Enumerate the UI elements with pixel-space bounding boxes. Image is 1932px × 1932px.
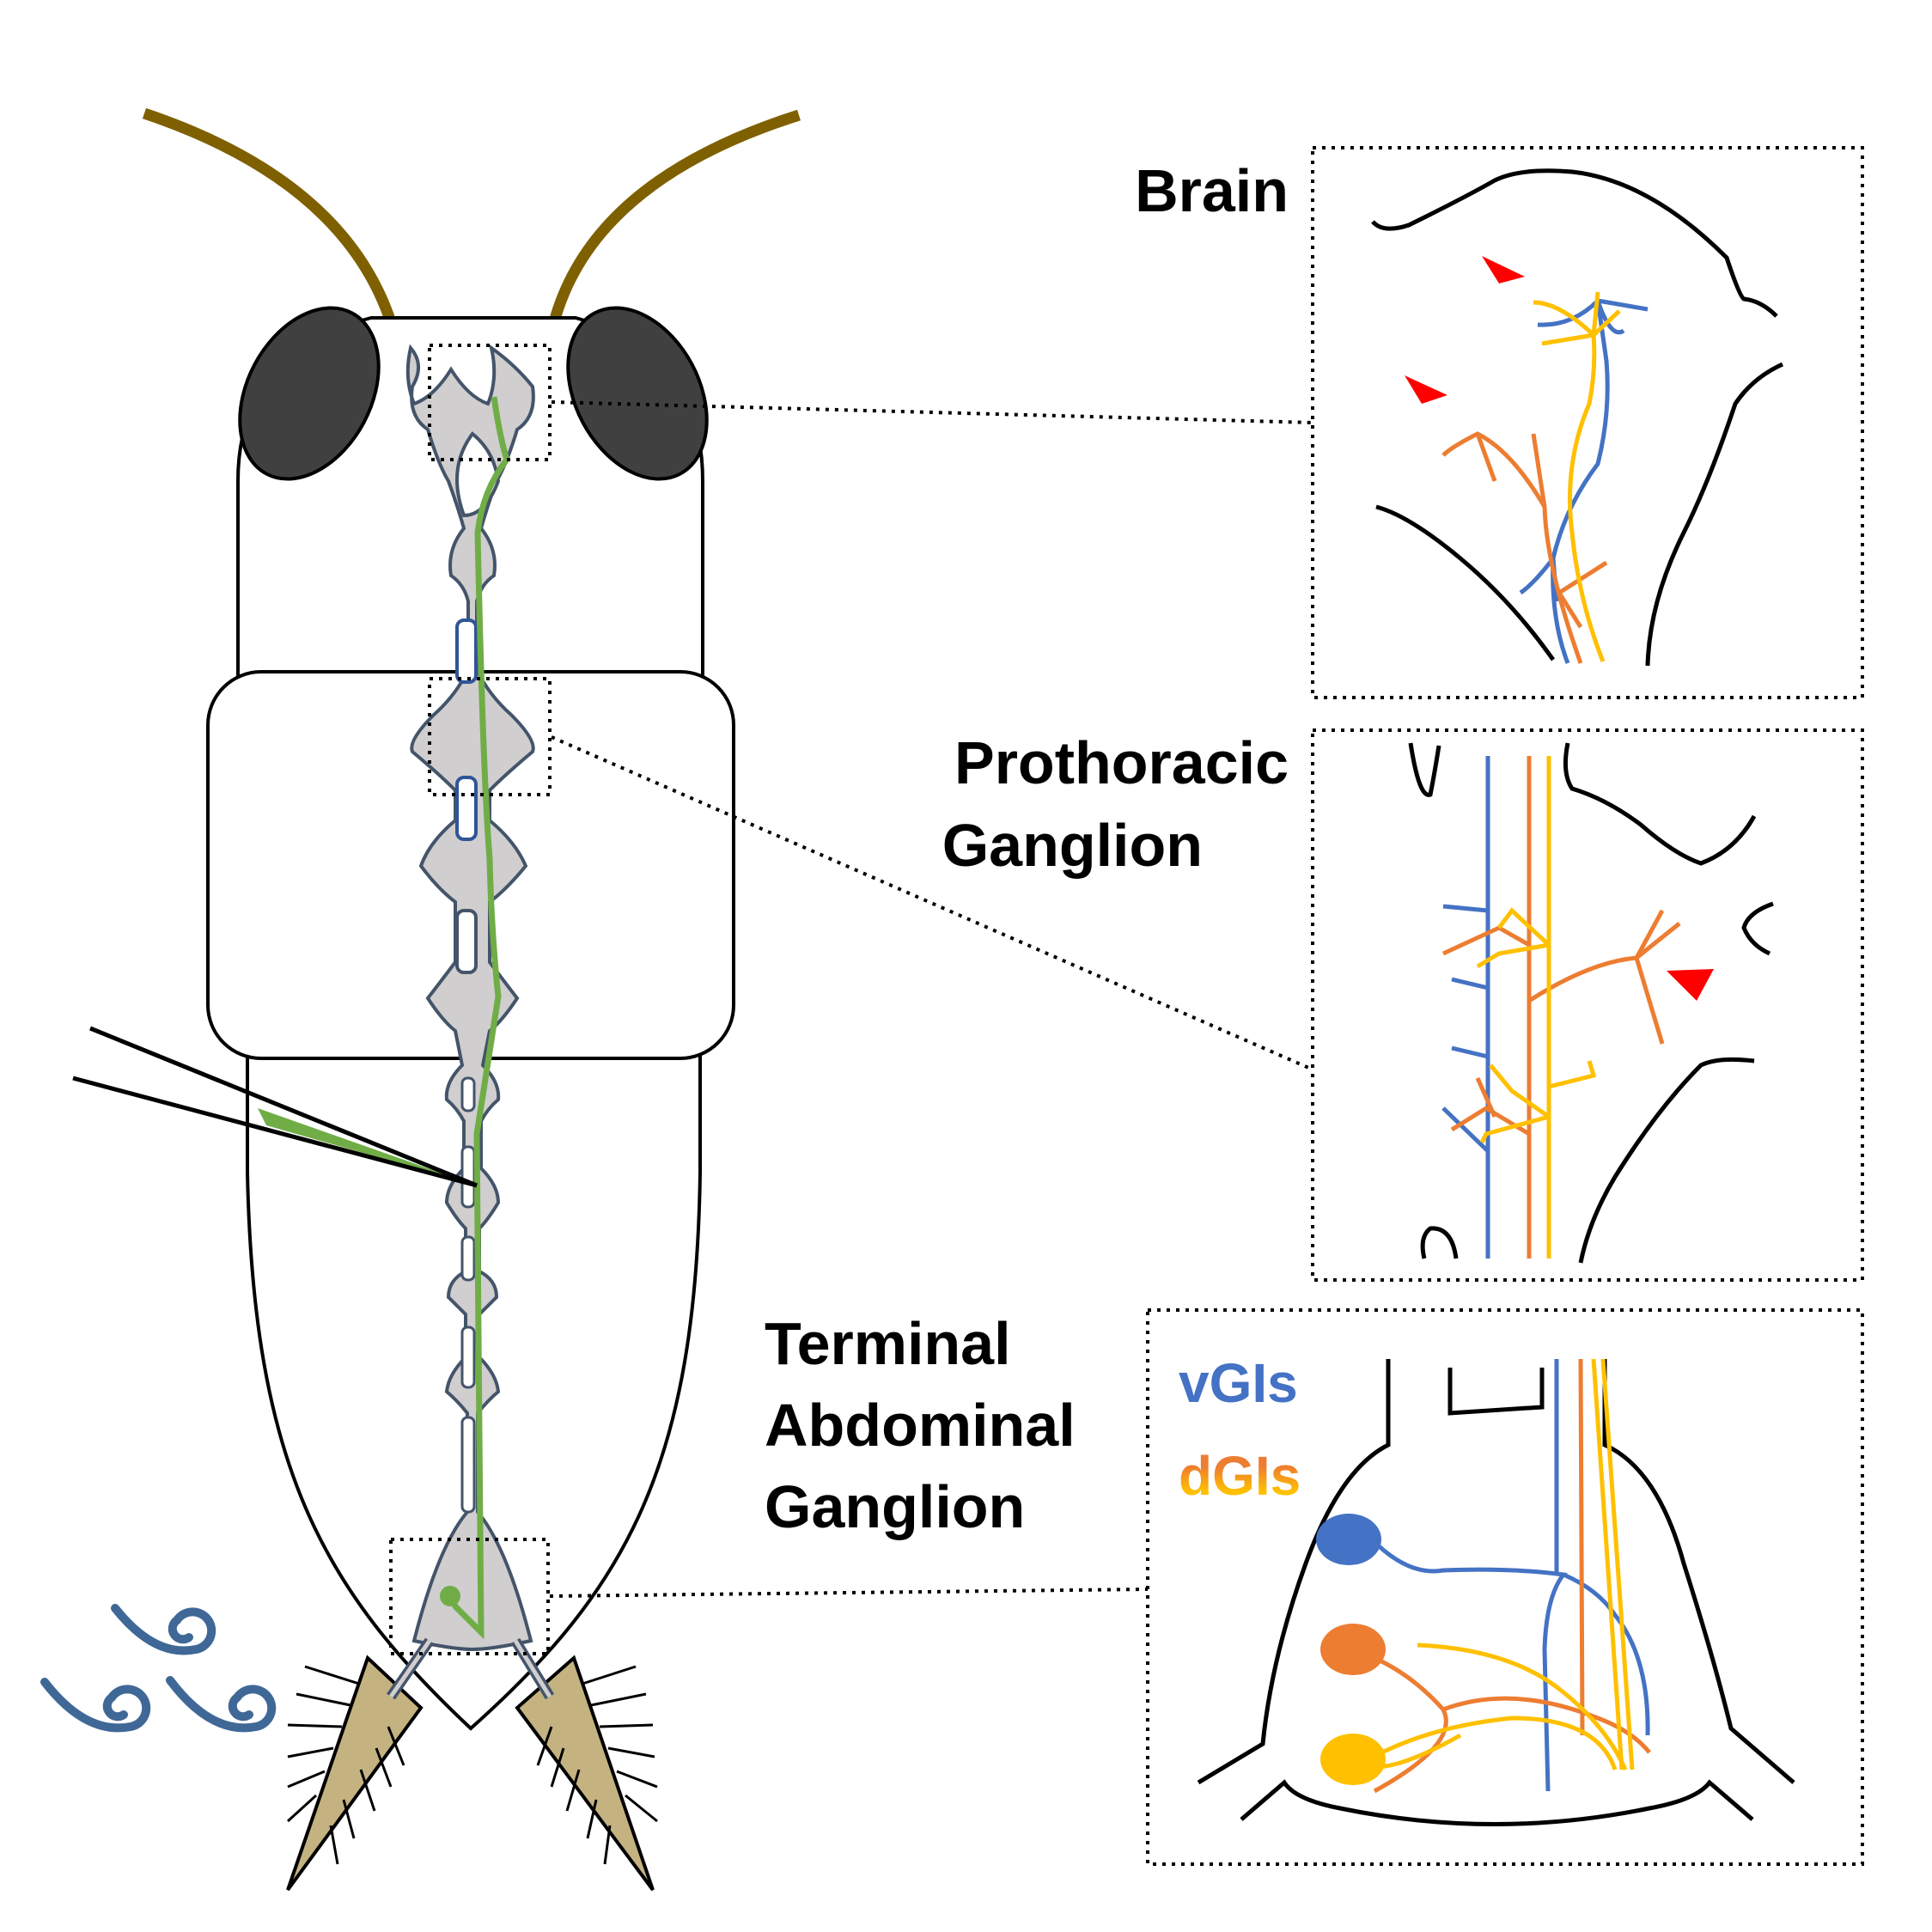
terminal-label-line3: Ganglion	[765, 1473, 1025, 1540]
central-nervous-system	[387, 344, 555, 1700]
prothoracic-panel-frame	[1311, 728, 1864, 1282]
right-antenna	[548, 109, 801, 324]
prothoracic-connector	[551, 735, 1313, 1071]
terminal-zoom-box	[389, 1538, 550, 1655]
connective-gap	[460, 1145, 476, 1209]
right-cercal-nerve-core	[513, 1639, 552, 1698]
dgi-orange-soma	[1320, 1624, 1386, 1675]
brain-label: Brain	[1135, 157, 1289, 224]
prothoracic-dgi-orange-axons	[1441, 756, 1681, 1259]
red-arrowhead-marker	[1482, 256, 1525, 283]
prothoracic-outline	[1408, 742, 1774, 1264]
left-antenna	[142, 107, 397, 325]
red-arrowhead-marker	[1405, 375, 1447, 404]
dgi-yellow-soma	[1320, 1734, 1386, 1785]
left-cercus	[286, 1655, 424, 1892]
legend-dgis: dGIs	[1179, 1445, 1301, 1507]
connective-gap	[455, 619, 478, 684]
prothoracic-dgi-yellow-axons	[1476, 756, 1597, 1259]
connective-gap	[460, 1076, 476, 1112]
legend-vgis: vGIs	[1179, 1352, 1298, 1414]
red-arrowhead-marker	[1667, 969, 1714, 1001]
connective-gap	[460, 1326, 476, 1389]
brain-connector	[551, 400, 1313, 424]
brain-dgi-orange-branches	[1441, 431, 1608, 664]
connective-gap	[460, 1416, 476, 1514]
recorded-giant-interneuron	[440, 396, 510, 1640]
terminal-label-line1: Terminal	[765, 1310, 1011, 1377]
connective-gap	[460, 1235, 476, 1282]
zoom-indicators	[389, 344, 1313, 1655]
brain-panel-frame	[1311, 146, 1864, 699]
air-current-icon	[40, 1604, 277, 1733]
terminal-ganglion-outline	[1197, 1359, 1795, 1826]
terminal-abdominal-panel: Terminal Abdominal Ganglion vGIs dGIs	[765, 1308, 1864, 1866]
connective-gap	[455, 909, 478, 974]
terminal-connector	[549, 1588, 1149, 1598]
ventral-nerve-cord	[405, 344, 535, 1652]
brain-dgi-yellow-branches	[1533, 291, 1621, 662]
left-cercal-nerve-core	[388, 1639, 432, 1698]
cerci-hairs	[286, 1665, 658, 1865]
prothoracic-panel: Prothoracic Ganglion	[942, 728, 1864, 1282]
brain-panel: Brain	[1135, 146, 1864, 699]
prothoracic-vgi-axons	[1441, 756, 1490, 1259]
left-eye	[238, 306, 381, 481]
right-eye	[566, 306, 709, 481]
recorded-soma	[440, 1586, 460, 1606]
connective-gap	[455, 776, 478, 841]
brain-outline	[1371, 168, 1784, 667]
terminal-label-line2: Abdominal	[765, 1392, 1076, 1459]
brain-zoom-box	[428, 344, 552, 461]
prothoracic-label-line1: Prothoracic	[954, 729, 1289, 796]
prothoracic-zoom-box	[428, 677, 552, 796]
terminal-dgi-orange-neuron	[1363, 1358, 1651, 1794]
prothoracic-label-line2: Ganglion	[942, 812, 1203, 879]
right-cercus	[515, 1655, 655, 1892]
vgi-soma	[1316, 1514, 1381, 1565]
recording-electrode	[72, 1026, 478, 1188]
terminal-panel-frame	[1146, 1308, 1864, 1866]
